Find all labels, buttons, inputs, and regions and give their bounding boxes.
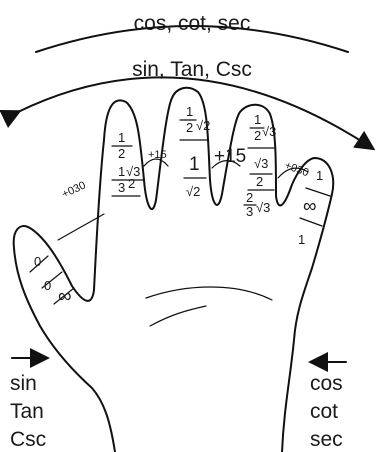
middle-bot: √2 bbox=[186, 184, 200, 199]
palm-crease-2 bbox=[150, 306, 206, 326]
little-bot: 1 bbox=[298, 232, 305, 247]
ring-bot-den: 3 bbox=[246, 204, 253, 219]
little-divider-1 bbox=[306, 188, 330, 196]
ring-mid: √3 bbox=[254, 156, 268, 171]
little-mid: ∞ bbox=[303, 196, 317, 217]
middle-mid: 1 bbox=[189, 154, 200, 175]
ring-mid-den: 2 bbox=[256, 174, 263, 189]
right-label-sec: sec bbox=[310, 428, 343, 451]
index-middle-increment: +15 bbox=[148, 149, 167, 161]
index-bot: 2 bbox=[128, 176, 135, 191]
index-top: 1 bbox=[118, 130, 125, 145]
ring-bot-root: √3 bbox=[256, 200, 270, 215]
ring-bot-num: 2 bbox=[246, 190, 253, 205]
index-mid: 1 bbox=[118, 164, 125, 179]
ring-top-num: 1 bbox=[254, 112, 261, 127]
little-top: 1 bbox=[316, 168, 323, 183]
index-top-den: 2 bbox=[118, 146, 125, 161]
hand-outline bbox=[14, 88, 334, 452]
middle-ring-increment: +15 bbox=[214, 146, 246, 167]
thumb-b: 0 bbox=[44, 278, 51, 293]
thumb-a: 0 bbox=[34, 254, 41, 269]
left-label-csc: Csc bbox=[10, 428, 46, 451]
ring-top-root: √3 bbox=[262, 124, 276, 139]
left-label-sin: sin bbox=[10, 372, 37, 395]
middle-top-num: 1 bbox=[186, 104, 193, 119]
middle-top-den: 2 bbox=[186, 120, 193, 135]
outer-arc-label: cos, cot, sec bbox=[134, 12, 251, 35]
left-label-tan: Tan bbox=[10, 400, 44, 423]
middle-top-root: √2 bbox=[196, 118, 210, 133]
right-label-cot: cot bbox=[310, 400, 338, 423]
inner-arc bbox=[18, 77, 372, 148]
right-label-cos: cos bbox=[310, 372, 343, 395]
thumb-c: ∞ bbox=[58, 286, 72, 307]
thumb-index-increment: +030 bbox=[60, 179, 88, 200]
index-mid-den: 3 bbox=[118, 180, 125, 195]
palm-crease-1 bbox=[146, 287, 272, 300]
little-divider-2 bbox=[300, 218, 322, 226]
ring-top-den: 2 bbox=[254, 128, 261, 143]
